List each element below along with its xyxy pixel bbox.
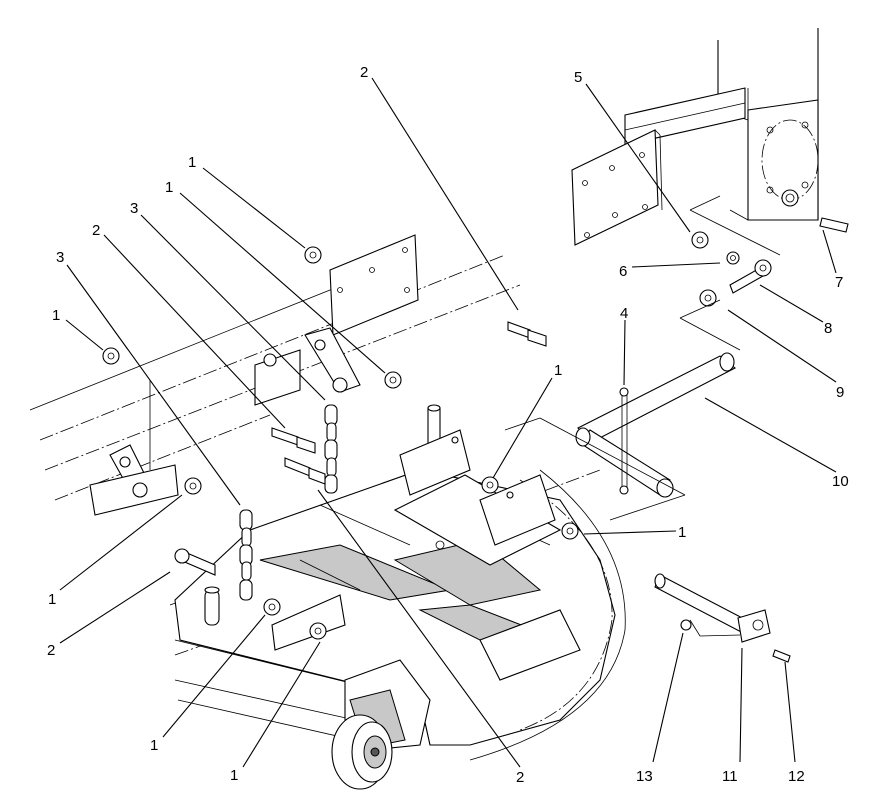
callout-11: 11 xyxy=(722,768,738,785)
callout-2-front: 2 xyxy=(47,642,55,659)
chain-front xyxy=(239,509,253,601)
leader-lines xyxy=(59,77,837,768)
callout-5: 5 xyxy=(574,69,582,86)
callout-6: 6 xyxy=(619,263,627,280)
callout-10: 10 xyxy=(832,473,849,490)
callout-1-upper: 1 xyxy=(165,179,173,196)
callout-9: 9 xyxy=(836,384,844,401)
bolt-top xyxy=(507,321,547,347)
lift-link-parts xyxy=(679,217,849,351)
bolt-front xyxy=(174,548,216,576)
left-rear-hanger xyxy=(89,380,179,516)
callout-2-bottom: 2 xyxy=(516,769,524,786)
support-rod-11 xyxy=(654,573,791,663)
callout-1-left: 1 xyxy=(52,307,60,324)
callout-7: 7 xyxy=(835,274,843,291)
callout-1-bottom: 1 xyxy=(230,767,238,784)
callout-labels: 1 1 1 1 1 1 1 1 2 2 2 2 3 3 4 5 6 7 8 9 … xyxy=(47,64,849,786)
callout-1-center: 1 xyxy=(554,362,562,379)
callout-4: 4 xyxy=(620,305,628,322)
pivot-rod xyxy=(504,352,737,521)
callout-1-right: 1 xyxy=(678,524,686,541)
nuts xyxy=(102,246,579,640)
callout-3-left: 3 xyxy=(56,249,64,266)
chain-rear xyxy=(324,404,338,494)
callout-12: 12 xyxy=(788,768,805,785)
tractor-frame xyxy=(571,28,819,256)
callout-1-bottom-left: 1 xyxy=(150,737,158,754)
callout-3-upper: 3 xyxy=(130,200,138,217)
bolt-middle xyxy=(284,457,326,485)
small-bolt-4 xyxy=(619,387,629,495)
callout-13: 13 xyxy=(636,768,653,785)
bolt-upper-left xyxy=(271,427,316,454)
callout-2-top: 2 xyxy=(360,64,368,81)
mower-deck xyxy=(174,404,626,761)
caster-wheel xyxy=(331,714,393,790)
callout-1-top: 1 xyxy=(188,154,196,171)
callout-2-left: 2 xyxy=(92,222,100,239)
callout-1-front-left: 1 xyxy=(48,591,56,608)
callout-8: 8 xyxy=(824,320,832,337)
